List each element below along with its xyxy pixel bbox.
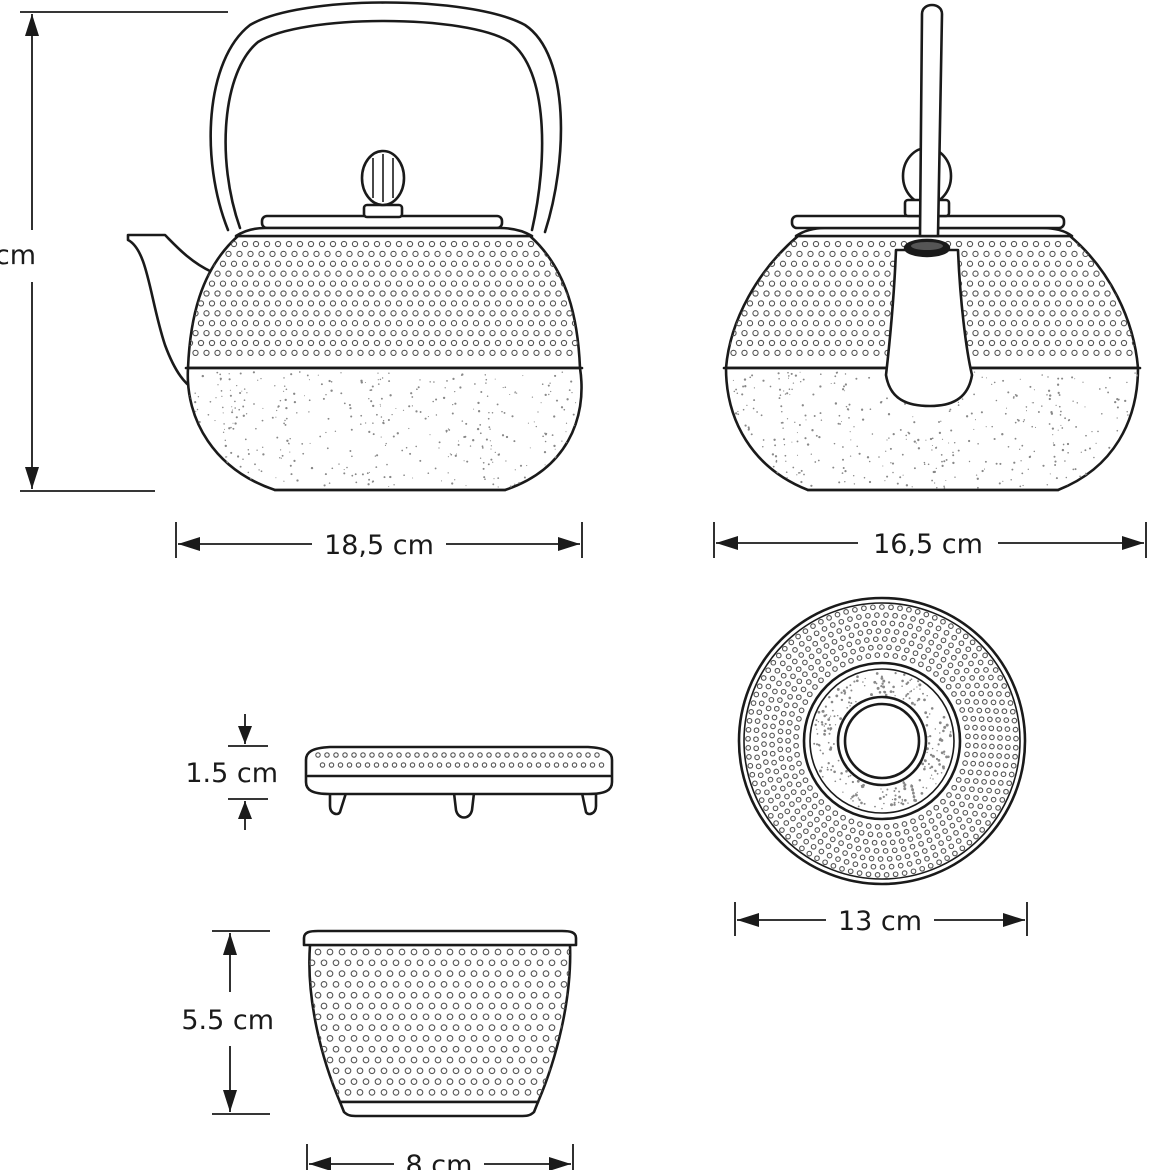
trivet-top-view bbox=[737, 596, 1027, 886]
trivet-inner-texture bbox=[813, 672, 952, 810]
trivet-diameter-label: 13 cm bbox=[838, 906, 922, 937]
trivet-plate bbox=[304, 745, 614, 796]
trivet-side-pattern bbox=[315, 752, 605, 768]
dimension-cup-height: 5.5 cm bbox=[181, 930, 274, 1115]
cup-body bbox=[308, 943, 572, 1104]
teapot-depth-label: 16,5 cm bbox=[873, 529, 983, 560]
teapot-front-view bbox=[126, 1, 584, 492]
cup-rim bbox=[302, 929, 578, 947]
dimension-teapot-height: 20 cm bbox=[0, 11, 228, 492]
teapot-handle-inner bbox=[224, 19, 544, 232]
teapot-width-label: 18,5 cm bbox=[324, 530, 434, 561]
teapot-side-view bbox=[722, 3, 1142, 492]
speckle-texture bbox=[187, 371, 582, 488]
trivet-side-view bbox=[304, 745, 614, 819]
lid-knob-base bbox=[362, 203, 404, 219]
cup-foot bbox=[338, 1100, 540, 1118]
trivet-top-pattern bbox=[745, 604, 1019, 878]
cup-height-label: 5.5 cm bbox=[181, 1005, 274, 1036]
dimension-cup-width: 8 cm bbox=[306, 1144, 574, 1170]
cup-width-label: 8 cm bbox=[406, 1150, 473, 1170]
teapot-height-label: 20 cm bbox=[0, 240, 36, 271]
teapot-spout-front bbox=[884, 248, 974, 408]
dimension-trivet-height: 1.5 cm bbox=[185, 714, 278, 830]
teapot-handle bbox=[209, 1, 563, 234]
trivet-center-hole bbox=[836, 695, 928, 787]
trivet-height-label: 1.5 cm bbox=[185, 758, 278, 789]
teapot-handle-side bbox=[918, 3, 944, 238]
cup-view bbox=[302, 929, 578, 1118]
teapot-rim bbox=[234, 226, 534, 238]
dimension-trivet-diameter: 13 cm bbox=[734, 902, 1028, 937]
teapot-body-lower bbox=[186, 366, 583, 492]
dimension-teapot-depth: 16,5 cm bbox=[713, 522, 1147, 560]
dimension-teapot-width: 18,5 cm bbox=[175, 522, 583, 561]
